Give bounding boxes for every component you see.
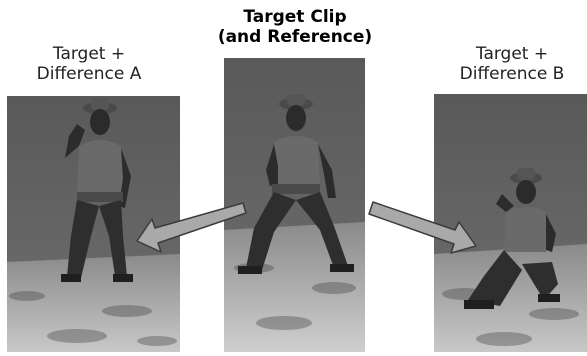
right-panel-image (434, 94, 587, 352)
left-panel-image (7, 96, 180, 352)
center-panel-image (224, 58, 365, 352)
center-figure (238, 94, 354, 274)
left-panel-scene (7, 96, 180, 352)
right-label: Target + Difference B (437, 44, 587, 84)
right-figure (464, 168, 560, 309)
right-panel-scene (434, 94, 587, 352)
right-label-line-1: Target + (475, 44, 549, 64)
right-label-line-2: Difference B (459, 64, 565, 84)
center-label-line-2: (and Reference) (217, 27, 373, 47)
center-panel-scene (224, 58, 365, 352)
left-label-line-1: Target + (52, 44, 126, 64)
left-label-line-2: Difference A (36, 64, 142, 84)
center-label: Target Clip (and Reference) (205, 7, 385, 47)
center-label-line-1: Target Clip (243, 7, 347, 27)
left-figure (61, 98, 133, 282)
left-label: Target + Difference A (14, 44, 164, 84)
